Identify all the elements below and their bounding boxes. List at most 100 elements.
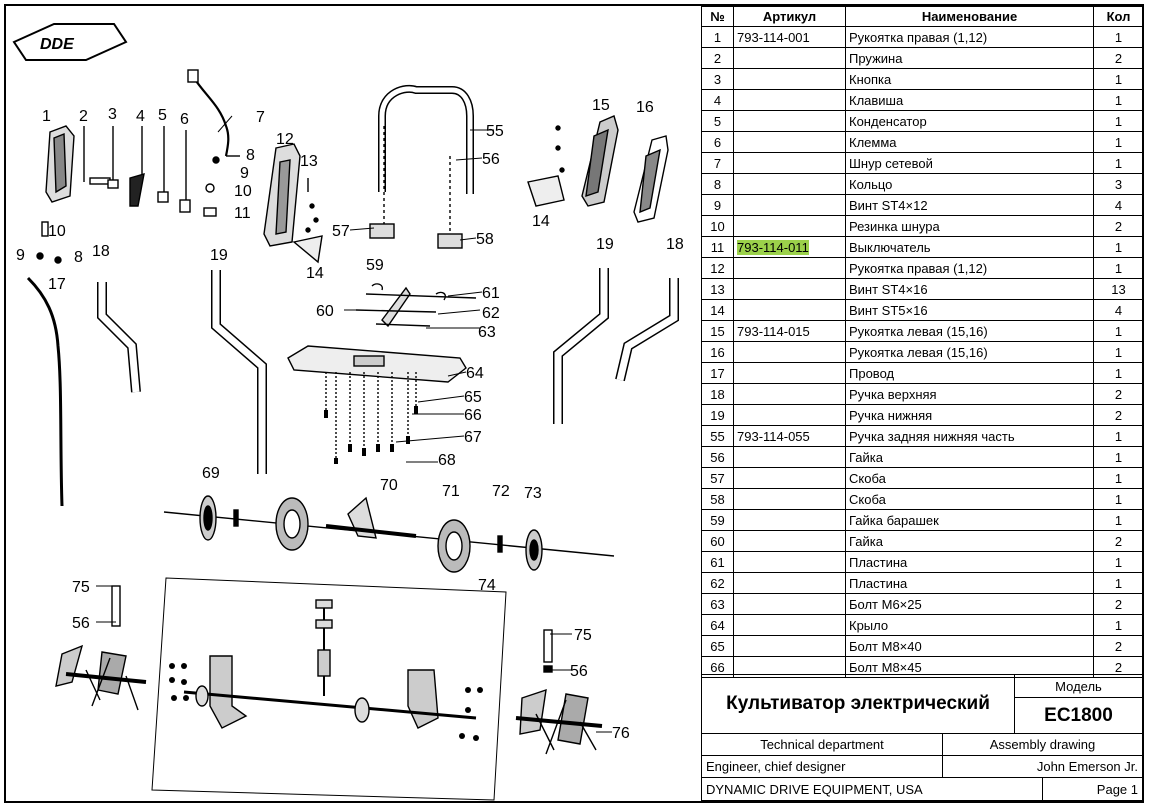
cell-no: 17 [701,362,734,384]
cell-qty: 2 [1093,635,1144,657]
cell-name: Пружина [845,47,1094,69]
callout-59: 59 [366,257,384,274]
cell-article [733,488,846,510]
cell-qty: 1 [1093,551,1144,573]
cell-qty: 1 [1093,320,1144,342]
cell-qty: 1 [1093,152,1144,174]
cell-article [733,530,846,552]
cell-article: 793-114-055 [733,425,846,447]
cell-name: Рукоятка левая (15,16) [845,341,1094,363]
gearbox-components [169,599,483,741]
callout-57: 57 [332,223,350,240]
model-label: Модель [1014,674,1143,698]
cell-article [733,635,846,657]
part-74-tine-assembly-frame [151,577,507,801]
callout-9-left: 9 [16,247,25,264]
callout-76: 76 [612,725,630,742]
cell-article [733,110,846,132]
cell-name: Рукоятка левая (15,16) [845,320,1094,342]
cell-no: 65 [701,635,734,657]
callout-12: 12 [276,131,294,148]
cell-article [733,509,846,531]
callout-75-left: 75 [72,579,90,596]
callout-14-right: 14 [532,213,550,230]
callout-16: 16 [636,99,654,116]
cell-article [733,467,846,489]
cell-article [733,341,846,363]
callout-56: 56 [482,151,500,168]
callout-10: 10 [234,183,252,200]
callout-64: 64 [466,365,484,382]
cell-name: Гайка [845,530,1094,552]
cell-no: 19 [701,404,734,426]
cell-qty: 1 [1093,110,1144,132]
cell-qty: 1 [1093,446,1144,468]
cell-qty: 1 [1093,467,1144,489]
cell-article [733,89,846,111]
cell-name: Провод [845,362,1094,384]
cell-name: Винт ST5×16 [845,299,1094,321]
callout-3: 3 [108,106,117,123]
cell-qty: 3 [1093,173,1144,195]
cell-no: 63 [701,593,734,615]
cell-qty: 4 [1093,194,1144,216]
callout-67: 67 [464,429,482,446]
callout-55: 55 [486,123,504,140]
cell-name: Скоба [845,488,1094,510]
product-name: Культиватор электрический [701,674,1015,734]
header-name: Наименование [845,6,1094,27]
logo-text: DDE [40,36,75,53]
drawing-type: Assembly drawing [942,733,1143,756]
highlighted-article: 793-114-011 [737,239,809,255]
cell-name: Гайка [845,446,1094,468]
cell-qty: 2 [1093,215,1144,237]
cell-no: 12 [701,257,734,279]
cell-article: 793-114-015 [733,320,846,342]
cell-article [733,215,846,237]
cell-no: 10 [701,215,734,237]
cell-qty: 1 [1093,236,1144,258]
cell-no: 61 [701,551,734,573]
department: Technical department [701,733,943,756]
cell-no: 1 [701,26,734,48]
cell-qty: 1 [1093,131,1144,153]
cell-article [733,131,846,153]
cell-name: Рукоятка правая (1,12) [845,26,1094,48]
cell-no: 15 [701,320,734,342]
part-7-power-cord [187,69,240,217]
callout-2: 2 [79,108,88,125]
cell-no: 16 [701,341,734,363]
callout-58: 58 [476,231,494,248]
cell-article [733,173,846,195]
cell-article [733,299,846,321]
parts-18-19-handle-bars-left [97,270,267,474]
callout-60: 60 [316,303,334,320]
cell-article [733,614,846,636]
cell-qty: 2 [1093,656,1144,678]
cell-name: Конденсатор [845,110,1094,132]
title-block: Культиватор электрический Модель EC1800 … [701,674,1143,801]
header-no: № [701,6,734,27]
cell-no: 60 [701,530,734,552]
callout-10-left: 10 [48,223,66,240]
tines-right [515,629,603,755]
cell-name: Клемма [845,131,1094,153]
callout-70: 70 [380,477,398,494]
callout-6: 6 [180,111,189,128]
cell-article [733,257,846,279]
cell-name: Винт ST4×16 [845,278,1094,300]
cell-qty: 1 [1093,89,1144,111]
cell-no: 64 [701,614,734,636]
